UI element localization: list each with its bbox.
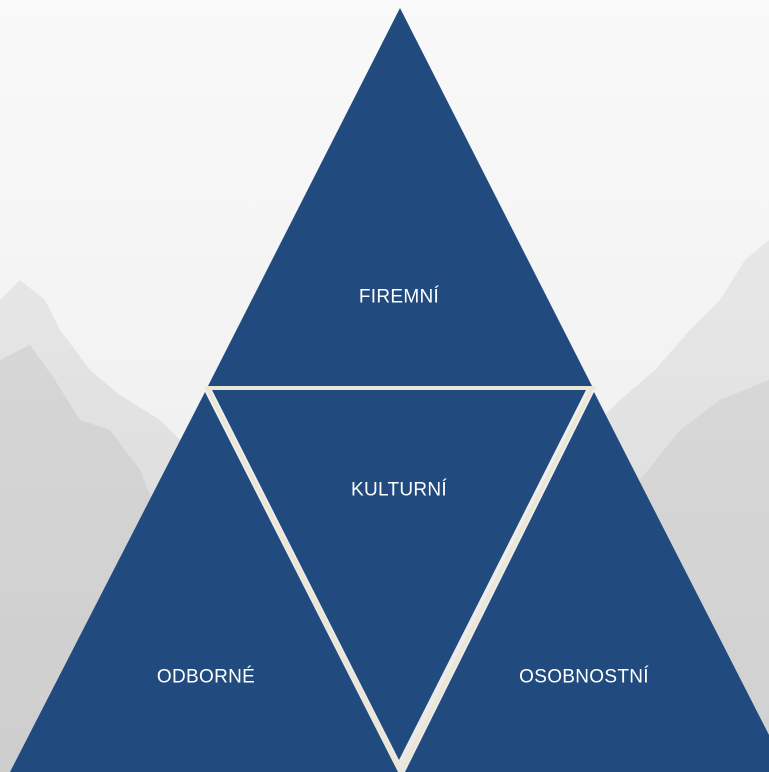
segment-right [405, 392, 769, 772]
segment-center [212, 390, 586, 760]
label-osobnostni: OSOBNOSTNÍ [519, 666, 649, 688]
sep-right-diagonal [399, 389, 593, 772]
label-kulturni: KULTURNÍ [351, 479, 447, 501]
label-odborne: ODBORNÉ [156, 666, 256, 688]
label-firemni: FIREMNÍ [358, 286, 440, 308]
segment-top [208, 8, 592, 386]
segment-left [10, 392, 398, 772]
sep-left-diagonal [206, 389, 403, 772]
